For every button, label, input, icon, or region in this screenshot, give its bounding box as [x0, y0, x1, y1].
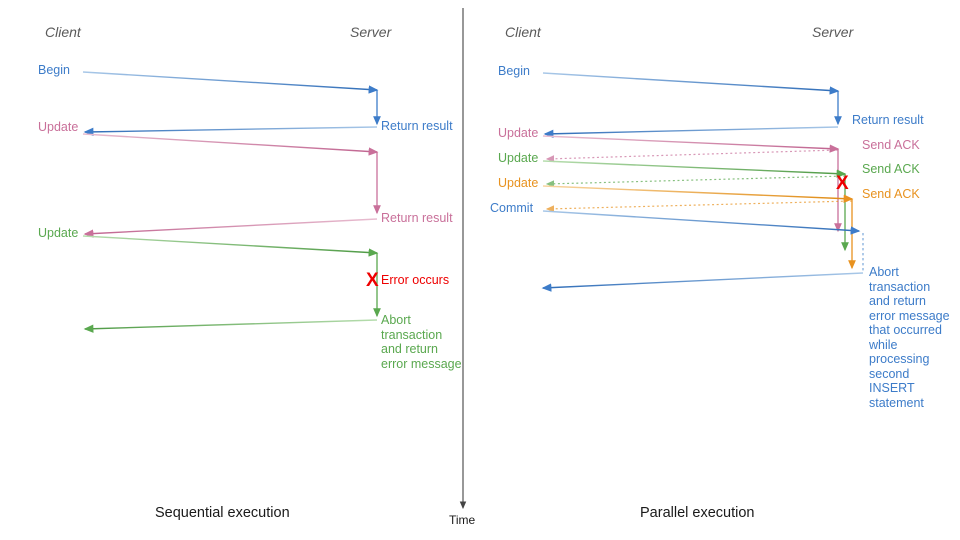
left-error-x-icon: X [366, 270, 379, 291]
arrow-return-result-1-left [83, 126, 378, 137]
right-msg-update-orange: Update [498, 176, 539, 190]
left-msg-abort-block: Abort transaction and return error messa… [381, 313, 462, 371]
arrow-update-green-left [82, 235, 379, 257]
arrow-ack-green-right [545, 175, 846, 188]
arrow-begin-right [542, 72, 840, 95]
right-panel-arrows [541, 72, 864, 292]
arrow-return-result-right [543, 126, 839, 138]
arrow-abort-left [83, 319, 378, 333]
right-msg-update-green: Update [498, 151, 539, 165]
arrow-update-pink-left [82, 133, 379, 156]
right-msg-return-result: Return result [852, 113, 924, 127]
arrow-update-orange-right [542, 185, 854, 203]
right-msg-commit: Commit [490, 201, 534, 215]
right-msg-ack-pink: Send ACK [862, 138, 920, 152]
right-msg-update-pink: Update [498, 126, 539, 140]
arrow-abort-right [541, 272, 864, 292]
arrow-update-pink-right [542, 135, 840, 153]
left-panel-caption: Sequential execution [155, 505, 290, 521]
arrow-ack-pink-right [545, 149, 839, 163]
left-msg-return-result-2: Return result [381, 211, 453, 225]
left-msg-return-result-1: Return result [381, 119, 453, 133]
right-msg-begin: Begin [498, 64, 530, 78]
left-actor-client: Client [45, 24, 81, 40]
right-actor-server: Server [812, 24, 854, 40]
right-msg-abort-block: Abort transaction and return error messa… [869, 265, 950, 410]
left-actor-server: Server [350, 24, 392, 40]
arrow-begin-left [82, 71, 379, 94]
time-axis-label: Time [449, 513, 476, 527]
left-msg-update-pink: Update [38, 120, 79, 134]
left-panel-arrows [82, 71, 381, 333]
arrow-ack-orange-right [545, 200, 853, 213]
left-msg-begin: Begin [38, 63, 70, 77]
left-msg-error-occurs: Error occurs [381, 273, 450, 287]
arrow-commit-right [542, 210, 861, 235]
right-msg-ack-green: Send ACK [862, 162, 920, 176]
right-panel-caption: Parallel execution [640, 505, 755, 521]
right-msg-ack-orange: Send ACK [862, 187, 920, 201]
right-actor-client: Client [505, 24, 541, 40]
arrow-update-green-right [542, 160, 847, 178]
left-msg-update-green: Update [38, 226, 79, 240]
arrow-return-result-2-left [83, 218, 378, 238]
right-error-x-icon: X [836, 173, 849, 194]
